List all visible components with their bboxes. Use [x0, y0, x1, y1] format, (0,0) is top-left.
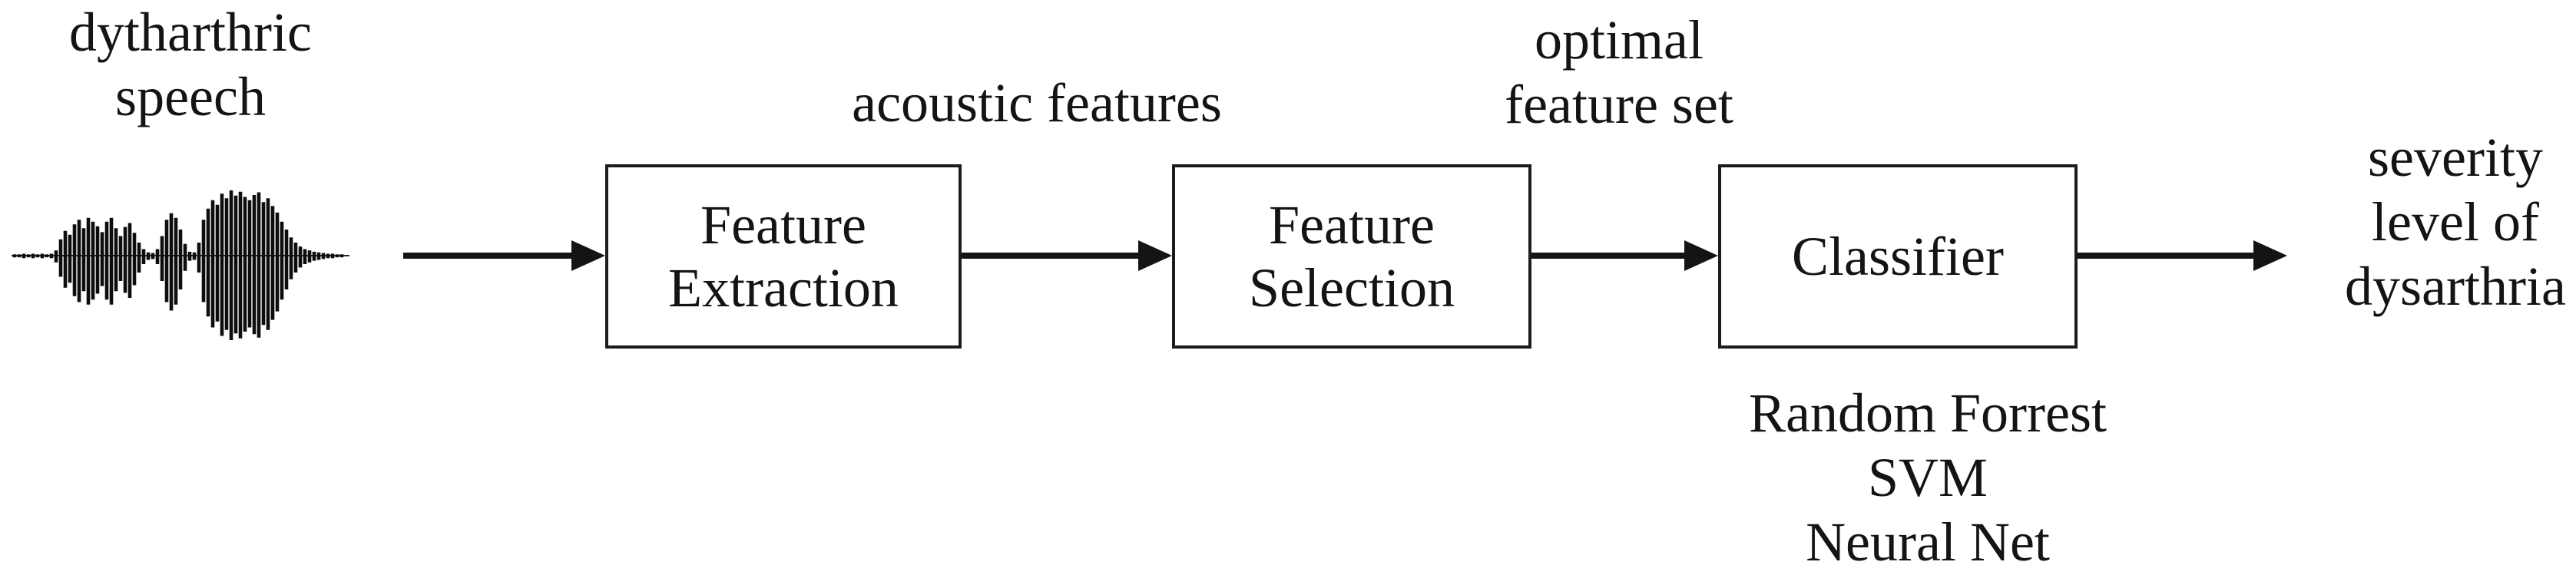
acoustic-features-text: acoustic features	[852, 72, 1222, 134]
input-speech-label-line2: speech	[115, 66, 266, 127]
classifier-label: Classifier	[1792, 226, 2004, 287]
arrow-head	[1138, 240, 1172, 271]
classifier-method-svm: SVM	[1867, 447, 1988, 508]
feature-extraction-label-line1: Feature	[700, 194, 866, 256]
arrow-extraction-to-selection	[962, 240, 1172, 271]
classifier-method-random-forrest: Random Forrest	[1749, 382, 2107, 444]
classifier-box: Classifier	[1718, 164, 2078, 349]
arrow-shaft	[2078, 253, 2258, 259]
output-severity-line3: dysarthria	[2345, 256, 2566, 317]
arrow-shaft	[962, 253, 1143, 259]
optimal-feature-set-line2: feature set	[1505, 74, 1733, 135]
input-speech-label: dytharthric speech	[0, 0, 382, 129]
feature-extraction-box: Feature Extraction	[605, 164, 962, 349]
arrow-selection-to-classifier	[1531, 240, 1718, 271]
output-severity-label: severity level of dysarthria	[2302, 125, 2576, 319]
speech-waveform-svg	[12, 190, 349, 340]
optimal-feature-set-line1: optimal	[1535, 9, 1704, 71]
arrow-head	[1684, 240, 1718, 271]
arrow-head	[571, 240, 605, 271]
speech-waveform	[12, 184, 349, 365]
output-severity-line2: level of	[2372, 191, 2539, 253]
classifier-method-neural-net: Neural Net	[1806, 511, 2050, 573]
feature-selection-label-line2: Selection	[1249, 257, 1455, 319]
arrow-classifier-to-output	[2078, 240, 2287, 271]
arrow-input-to-feature-extraction	[403, 240, 605, 271]
feature-extraction-label-line2: Extraction	[668, 257, 899, 319]
input-speech-label-line1: dytharthric	[69, 2, 312, 63]
acoustic-features-annotation: acoustic features	[806, 71, 1267, 135]
arrow-shaft	[403, 253, 576, 259]
feature-selection-box: Feature Selection	[1172, 164, 1531, 349]
optimal-feature-set-annotation: optimal feature set	[1427, 8, 1811, 137]
arrow-head	[2253, 240, 2287, 271]
arrow-shaft	[1531, 253, 1689, 259]
classifier-methods-list: Random Forrest SVM Neural Net	[1697, 381, 2158, 574]
feature-selection-label-line1: Feature	[1269, 194, 1435, 256]
output-severity-line1: severity	[2368, 127, 2543, 188]
